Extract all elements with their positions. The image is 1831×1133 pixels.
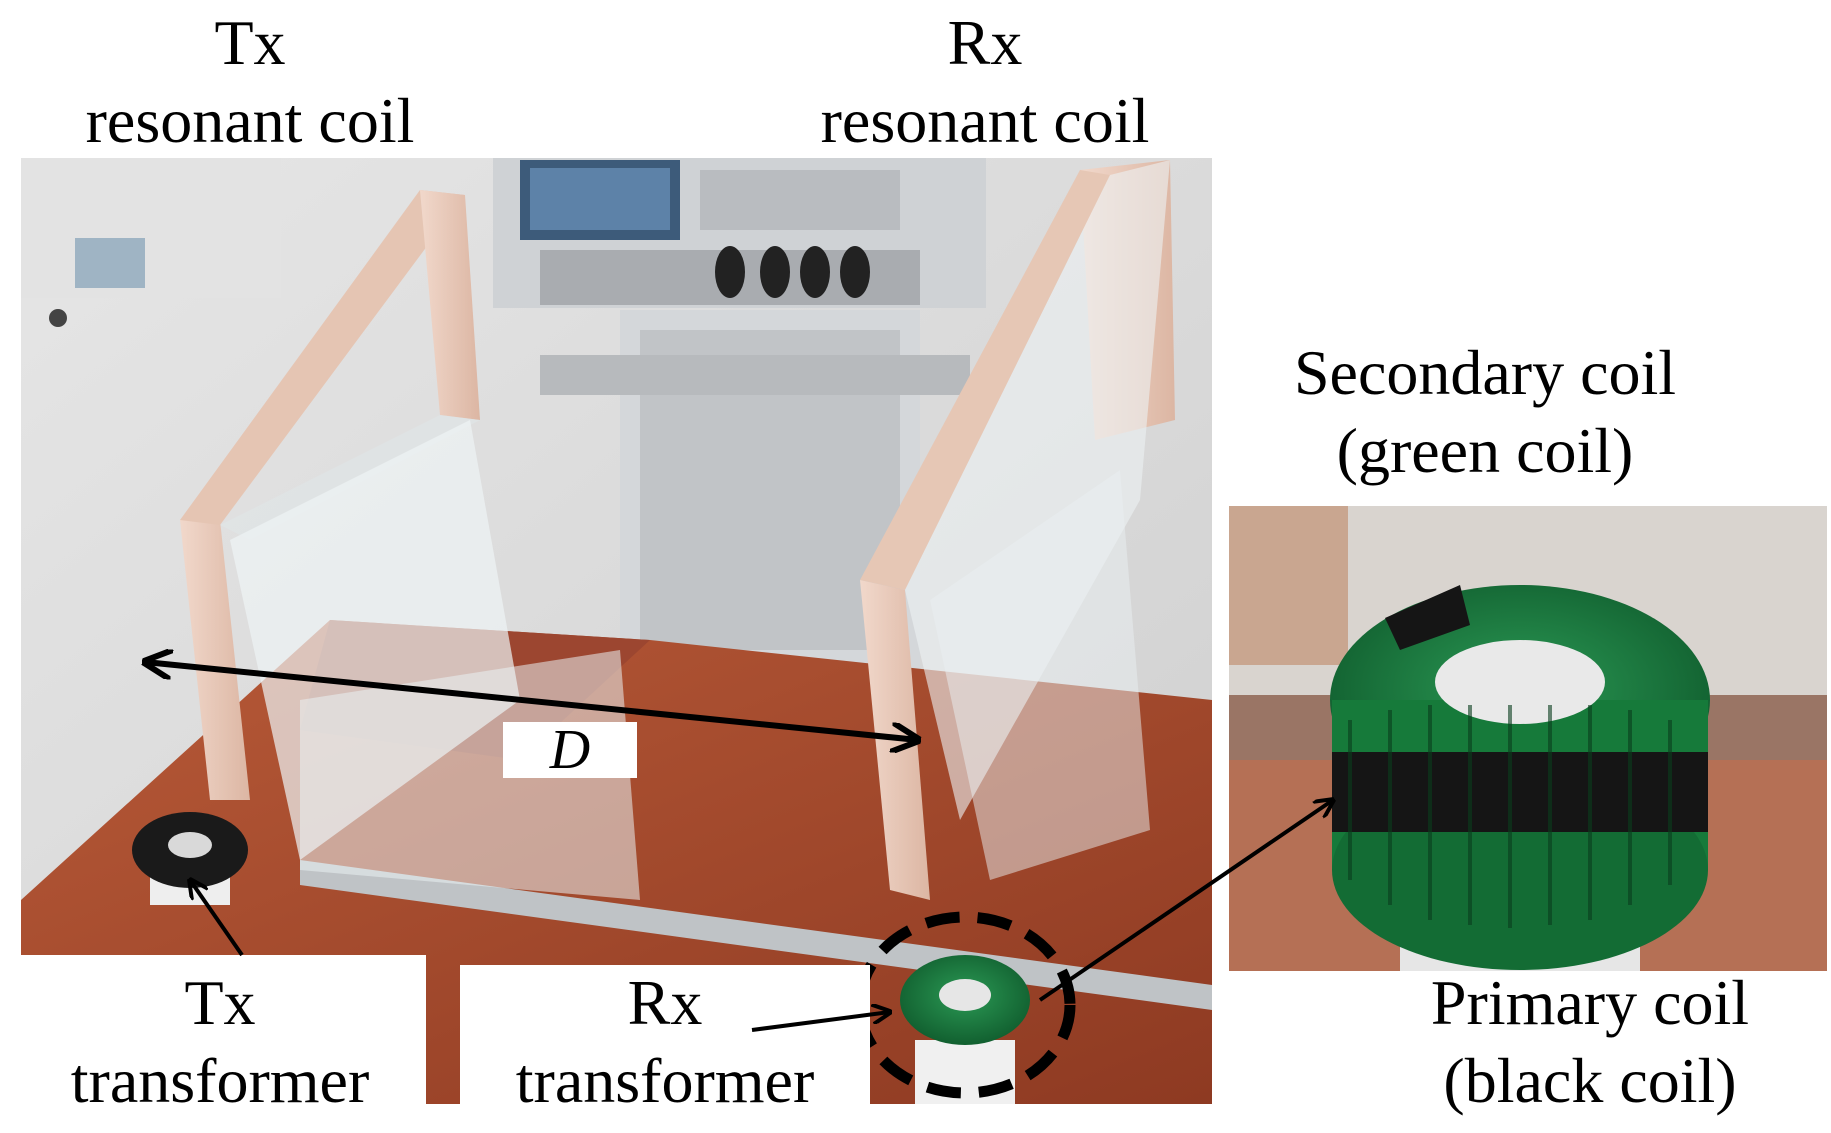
left-bench <box>21 158 281 298</box>
secondary-line1: Secondary coil <box>1293 337 1677 408</box>
rx-transformer-arrow <box>751 1012 890 1032</box>
tx-transformer-arrow <box>190 880 244 957</box>
dashed-highlight <box>854 911 1076 1099</box>
rx-transformer-line1: Rx <box>627 967 703 1038</box>
rx-resonant-line2: resonant coil <box>820 85 1150 156</box>
distance-arrow <box>145 662 918 740</box>
black-coil-band <box>1332 752 1708 832</box>
tx-resonant-line1: Tx <box>214 7 286 78</box>
primary-line2: (black coil) <box>1443 1045 1737 1116</box>
rx-transformer-coil <box>854 911 1076 1104</box>
network-analyzer <box>493 158 986 670</box>
tx-transformer-label: Tx transformer <box>40 964 400 1120</box>
tx-resonant-line2: resonant coil <box>85 85 415 156</box>
tx-transformer-line1: Tx <box>184 967 256 1038</box>
tx-transformer-line2: transformer <box>70 1045 370 1116</box>
secondary-line2: (green coil) <box>1336 415 1634 486</box>
rx-transformer-label: Rx transformer <box>485 964 845 1120</box>
primary-coil-label: Primary coil (black coil) <box>1390 964 1790 1120</box>
primary-line1: Primary coil <box>1430 967 1750 1038</box>
rx-resonant-line1: Rx <box>947 7 1023 78</box>
inset-arrow <box>1038 800 1333 1002</box>
rx-resonant-coil-label: Rx resonant coil <box>780 4 1190 160</box>
secondary-coil-label: Secondary coil (green coil) <box>1245 334 1725 490</box>
rx-transformer-line2: transformer <box>515 1045 815 1116</box>
tx-resonant-coil-label: Tx resonant coil <box>50 4 450 160</box>
distance-label: D <box>503 722 637 778</box>
inset-toroid <box>1330 585 1710 970</box>
